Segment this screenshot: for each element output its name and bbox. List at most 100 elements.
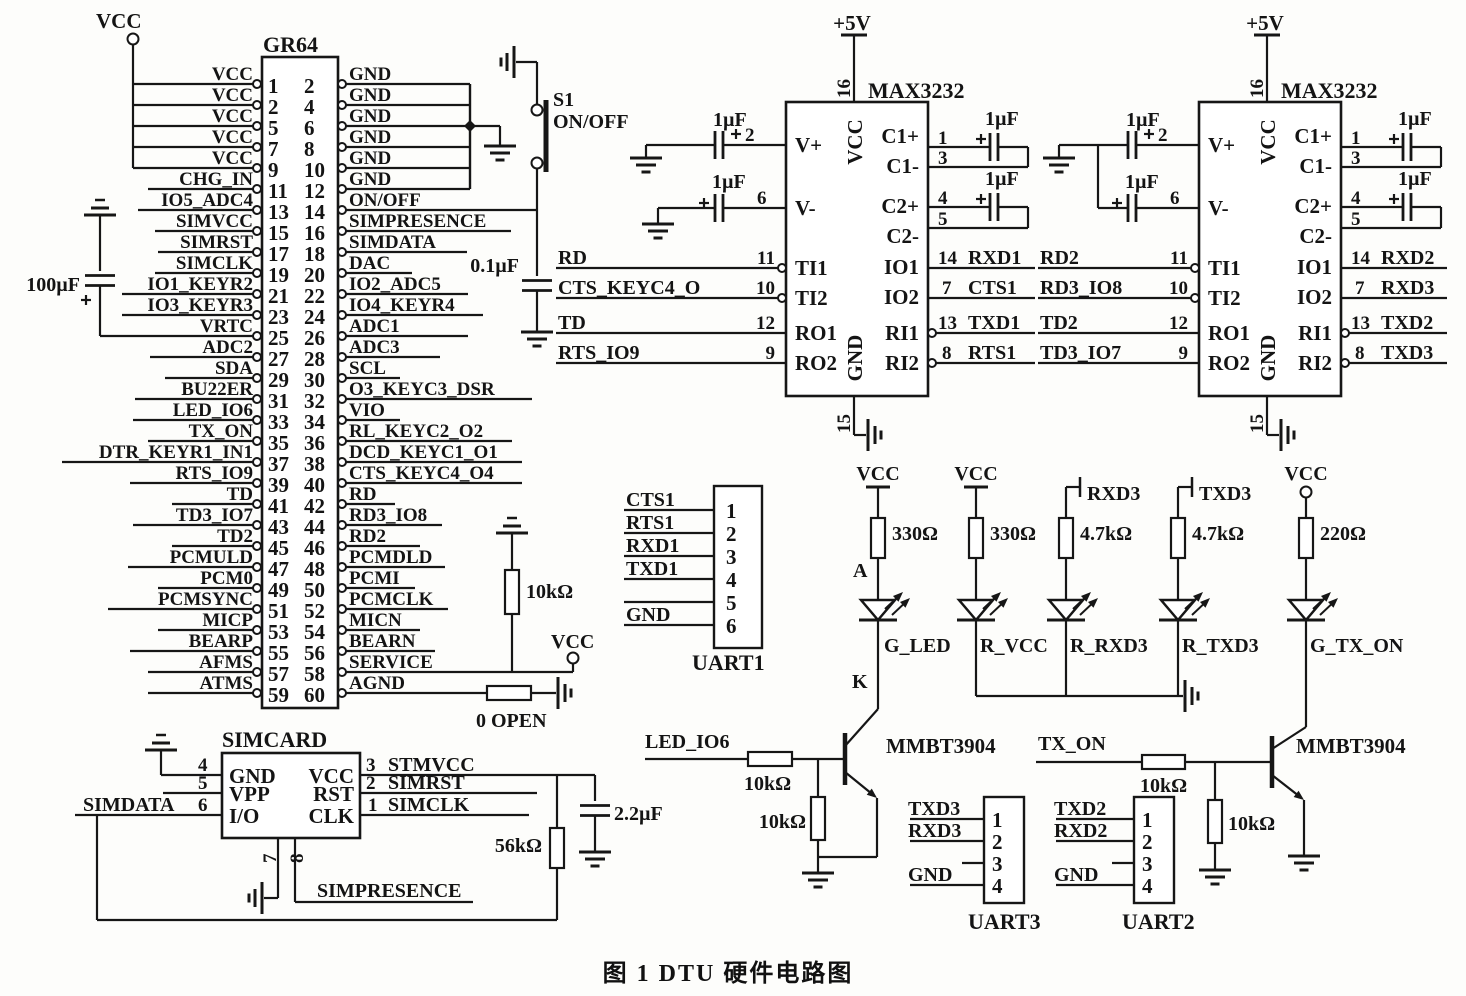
chip-inner-label: C2- [886,224,919,248]
pin-number: 2 [268,95,279,119]
pin-circle [337,541,347,551]
pin-circle [337,142,347,152]
net-label: SIMPRESENCE [349,211,486,232]
pin-circle [337,205,347,215]
pin-circle [337,667,347,677]
pin-number: 4 [938,188,948,209]
net-label: RD [349,484,376,505]
pin-number: 18 [304,242,325,266]
pin-number: 2 [304,74,315,98]
pin-circle [252,268,262,278]
pin-number: 2 [745,125,755,146]
pin-circle [777,263,787,273]
res-value: 56kΩ [495,835,542,857]
pin-number: 42 [304,494,325,518]
pin-circle [252,121,262,131]
pin-circle [252,688,262,698]
pin-number: 16 [1247,79,1268,98]
pin-number: 16 [304,221,325,245]
pin-number: 8 [304,137,315,161]
chip-inner-label: IO1 [1297,255,1332,279]
res-value: 10kΩ [744,773,791,795]
led-name: G_TX_ON [1310,635,1404,657]
arrow-head [1293,790,1304,800]
chip-inner-label: C2- [1299,224,1332,248]
pin-circle [927,358,937,368]
pin-circle [252,436,262,446]
pin-number: 47 [268,557,289,581]
switch-label: S1 [553,89,574,111]
wire [1271,726,1307,750]
arrow-head [1192,592,1203,602]
pin-number: 53 [268,620,289,644]
net-label: VCC [212,64,253,85]
pin-circle [252,289,262,299]
net-label: RXD1 [968,247,1021,269]
vcc-terminal [126,32,140,46]
arrow-head [1327,598,1338,608]
led-name: R_RXD3 [1070,635,1148,657]
net-label: BEARN [349,631,416,652]
net-label: IO5_ADC4 [161,190,253,211]
net-label: VCC [212,85,253,106]
net-label: CHG_IN [179,169,253,190]
resistor-symbol [746,750,794,768]
arrow-head [866,788,877,798]
pin-number: 29 [268,368,289,392]
net-label: TD2 [1040,312,1078,334]
net-label: SIMPRESENCE [317,880,461,902]
chip-inner-label: RI2 [885,351,919,375]
pin-circle [337,499,347,509]
pin-number: 5 [268,116,279,140]
net-label: PCMULD [170,547,253,568]
net-label: IO1_KEYR2 [147,274,253,295]
chip-inner-label: C1+ [1294,124,1332,148]
resistor-symbol [548,826,566,870]
connector-title: UART1 [692,650,765,675]
net-label: SDA [215,358,253,379]
pin-number: 26 [304,326,325,350]
pin-number: 1 [1142,808,1153,832]
pin-number: 38 [304,452,325,476]
chip-inner-label: C2+ [881,194,919,218]
pin-circle [1340,358,1350,368]
net-label: TX_ON [189,421,254,442]
pin-number: 14 [938,248,958,269]
pin-circle [337,604,347,614]
cap-value: 0.1µF [470,255,519,277]
arrow-head [899,598,910,608]
chip-inner-label: V+ [1208,133,1235,157]
pin-number: 28 [304,347,325,371]
pin-circle [337,268,347,278]
arrow-head [990,592,1001,602]
pin-number: 5 [1351,209,1361,230]
pin-number: 59 [268,683,289,707]
net-label: SIMCLK [176,253,253,274]
cathode-label: K [852,671,868,693]
net-label: TD [558,312,586,334]
pin-number: 19 [268,263,289,287]
pin-number: 5 [726,591,737,615]
net-label: CTS_KEYC4_O [558,277,700,299]
resistor-symbol [503,568,521,616]
pin-number: 58 [304,662,325,686]
net-label: GND [349,169,391,190]
pin-number: 8 [942,343,952,364]
net-label: BU22ER [181,379,253,400]
resistor-symbol [967,516,985,560]
cap-value: 100µF [26,274,80,296]
pin-number: 7 [1355,278,1365,299]
cap-value: 1µF [1398,168,1432,190]
net-label: SCL [349,358,386,379]
pin-number: 40 [304,473,325,497]
pin-number: 14 [1351,248,1371,269]
pin-number: 1 [992,808,1003,832]
res-value: 10kΩ [1228,813,1275,835]
pin-number: 3 [938,148,948,169]
vcc-terminal-label: VCC [96,9,142,33]
chip-inner-label: TI1 [795,256,828,280]
pin-circle [252,352,262,362]
pin-circle [252,457,262,467]
pin-circle [252,499,262,509]
res-value: 10kΩ [1140,775,1187,797]
